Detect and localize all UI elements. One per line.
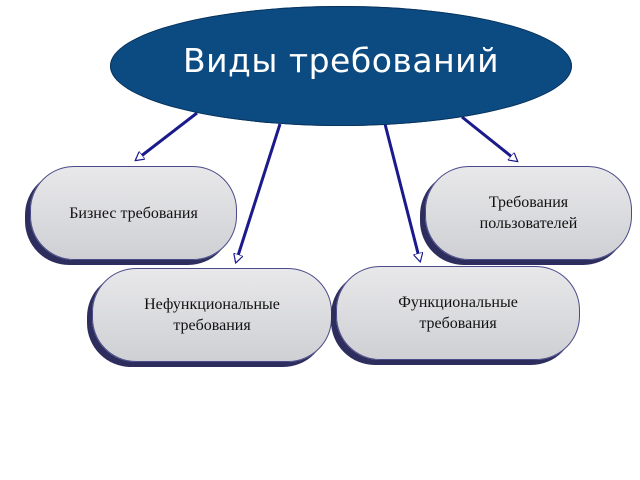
node-functional-requirements: Функциональные требования (336, 266, 580, 360)
arrow-to-functional (383, 123, 420, 261)
root-node: Виды требований (110, 6, 572, 126)
node-nonfunctional-requirements: Нефункциональные требования (92, 268, 332, 362)
arrow-to-business (136, 111, 198, 160)
node-business-requirements: Бизнес требования (30, 166, 237, 260)
diagram-title: Виды требований (182, 40, 500, 80)
arrow-to-users (461, 115, 517, 161)
node-label: Бизнес требования (69, 204, 198, 222)
node-label: Функциональные требования (398, 294, 518, 332)
node-label: Требования пользователей (479, 194, 578, 232)
node-user-requirements: Требования пользователей (425, 166, 632, 260)
arrow-to-nonfunctional (236, 123, 282, 262)
node-label: Нефункциональные требования (144, 296, 280, 334)
